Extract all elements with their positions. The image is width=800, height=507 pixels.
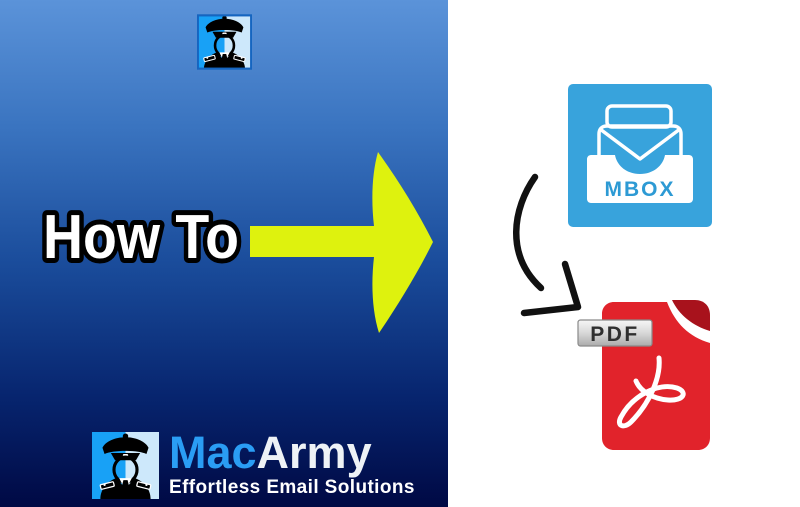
adobe-pdf-icon: PDF: [575, 298, 715, 452]
brand-tagline: Effortless Email Solutions: [169, 477, 415, 498]
brand-name-part1: Mac: [169, 427, 257, 478]
curved-down-arrow-icon: [505, 168, 590, 323]
brand-block: MacArmy Effortless Email Solutions: [92, 430, 415, 499]
brand-name: MacArmy: [169, 430, 415, 475]
right-arrow-shape: [250, 152, 433, 333]
pdf-badge: [577, 319, 653, 347]
curved-arrow-head: [520, 260, 582, 317]
mbox-envelope-flap: [598, 127, 682, 161]
brand-texts: MacArmy Effortless Email Solutions: [169, 430, 415, 499]
left-gradient-panel: How To MacArmy Effortless Email Solution…: [0, 0, 448, 507]
pdf-fold-shape: [672, 300, 710, 331]
mbox-tray-shape: [587, 155, 693, 203]
right-arrow-icon: [245, 145, 440, 340]
headline-text: How To: [43, 203, 239, 272]
brand-name-part2: Army: [256, 427, 372, 478]
headline: How To: [28, 188, 254, 278]
mbox-inbox-icon: MBOX: [568, 84, 712, 227]
mbox-envelope-outline: [597, 124, 683, 158]
macarmy-captain-icon-large: [92, 432, 159, 499]
mbox-label: MBOX: [605, 178, 676, 201]
curved-arrow-stroke: [513, 173, 545, 292]
pdf-badge-label: PDF: [590, 323, 640, 346]
pdf-swirl-glyph: [616, 355, 686, 429]
macarmy-captain-icon-small: [197, 14, 252, 70]
